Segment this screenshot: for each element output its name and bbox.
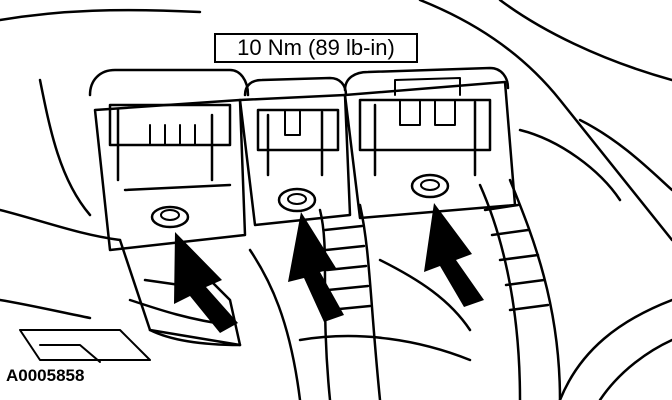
connector-right xyxy=(343,66,517,220)
arrow-right xyxy=(424,203,484,307)
arrow-left xyxy=(174,232,238,333)
arrow-middle xyxy=(288,212,344,322)
connector-middle xyxy=(238,76,352,227)
connector-left xyxy=(88,68,250,252)
callout-arrows xyxy=(174,203,484,333)
figure-id: A0005858 xyxy=(6,366,85,385)
torque-spec-label: 10 Nm (89 lb-in) xyxy=(214,33,418,63)
